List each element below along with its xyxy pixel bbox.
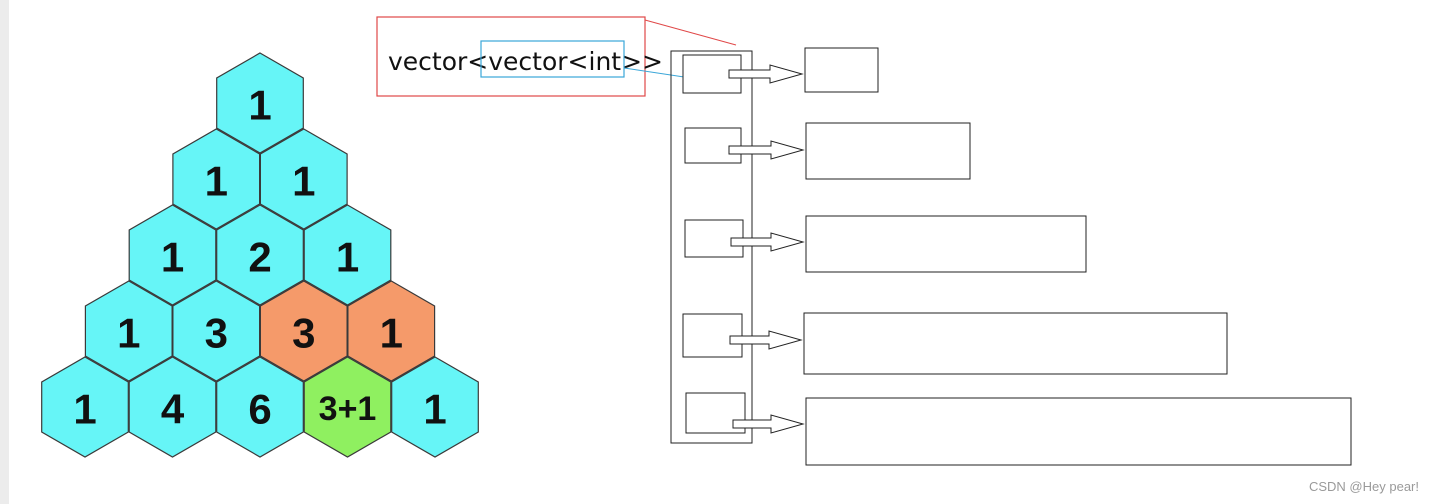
code-closing-token: >	[642, 47, 663, 76]
hex-cell-r1-c0	[172, 128, 261, 230]
code-inner-box	[480, 40, 625, 78]
hex-label-r1-c1: 1	[292, 158, 315, 205]
inner-vector-1	[804, 47, 879, 93]
code-outer-connector	[644, 19, 737, 46]
hex-cell-r4-c1	[128, 356, 217, 458]
hex-label-r3-c1: 3	[205, 310, 228, 357]
hex-label-r3-c3: 1	[380, 310, 403, 357]
hex-cell-r0-c0	[216, 52, 304, 154]
hex-label-r2-c1: 2	[248, 234, 271, 281]
inner-vector-4	[803, 312, 1228, 375]
hex-cell-r3-c0	[84, 280, 173, 382]
code-text-outer: vector<vector<int>>	[388, 47, 663, 76]
hex-cell-r3-c3	[347, 280, 436, 382]
hex-label-r0-c0: 1	[248, 82, 271, 129]
inner-vector-3	[805, 215, 1087, 273]
hex-label-r4-c1: 4	[161, 386, 185, 433]
watermark: CSDN @Hey pear!	[1308, 479, 1419, 494]
code-outer-token: vector<	[388, 47, 488, 76]
outer-vector-container	[670, 50, 753, 444]
hex-label-r3-c0: 1	[117, 310, 140, 357]
inner-vector-2	[805, 122, 971, 180]
pointer-arrow-3	[730, 232, 805, 252]
hex-cell-r1-c1	[259, 128, 348, 230]
vector-of-vectors-diagram	[670, 47, 1352, 466]
hex-label-r2-c2: 1	[336, 234, 359, 281]
pointer-arrow-1	[728, 64, 804, 84]
hex-cell-r2-c1	[216, 204, 304, 306]
hex-cell-r4-c3	[303, 356, 392, 458]
pointer-arrow-5	[732, 414, 805, 434]
hex-label-r4-c2: 6	[248, 386, 271, 433]
code-inner-token: vector<int>	[488, 47, 642, 76]
hex-label-r4-c3: 3+1	[319, 390, 377, 428]
hex-label-r4-c4: 1	[423, 386, 446, 433]
hex-label-r2-c0: 1	[161, 234, 184, 281]
hex-cell-r2-c0	[128, 204, 217, 306]
pointer-arrow-2	[728, 140, 805, 160]
inner-vector-5	[805, 397, 1352, 466]
hex-label-r4-c0: 1	[73, 386, 96, 433]
hex-label-r1-c0: 1	[205, 158, 228, 205]
hex-cell-r4-c2	[216, 356, 304, 458]
code-outer-box	[376, 16, 646, 97]
code-label: vector<vector<int>>	[376, 16, 737, 97]
hex-cell-r3-c2	[259, 280, 348, 382]
hex-label-r3-c2: 3	[292, 310, 315, 357]
hex-cell-r4-c0	[41, 356, 129, 458]
hex-cell-r4-c4	[391, 356, 479, 458]
pointer-arrow-4	[729, 330, 803, 350]
hex-cell-r2-c2	[303, 204, 392, 306]
page-left-strip	[0, 0, 9, 504]
hex-cell-r3-c1	[172, 280, 261, 382]
